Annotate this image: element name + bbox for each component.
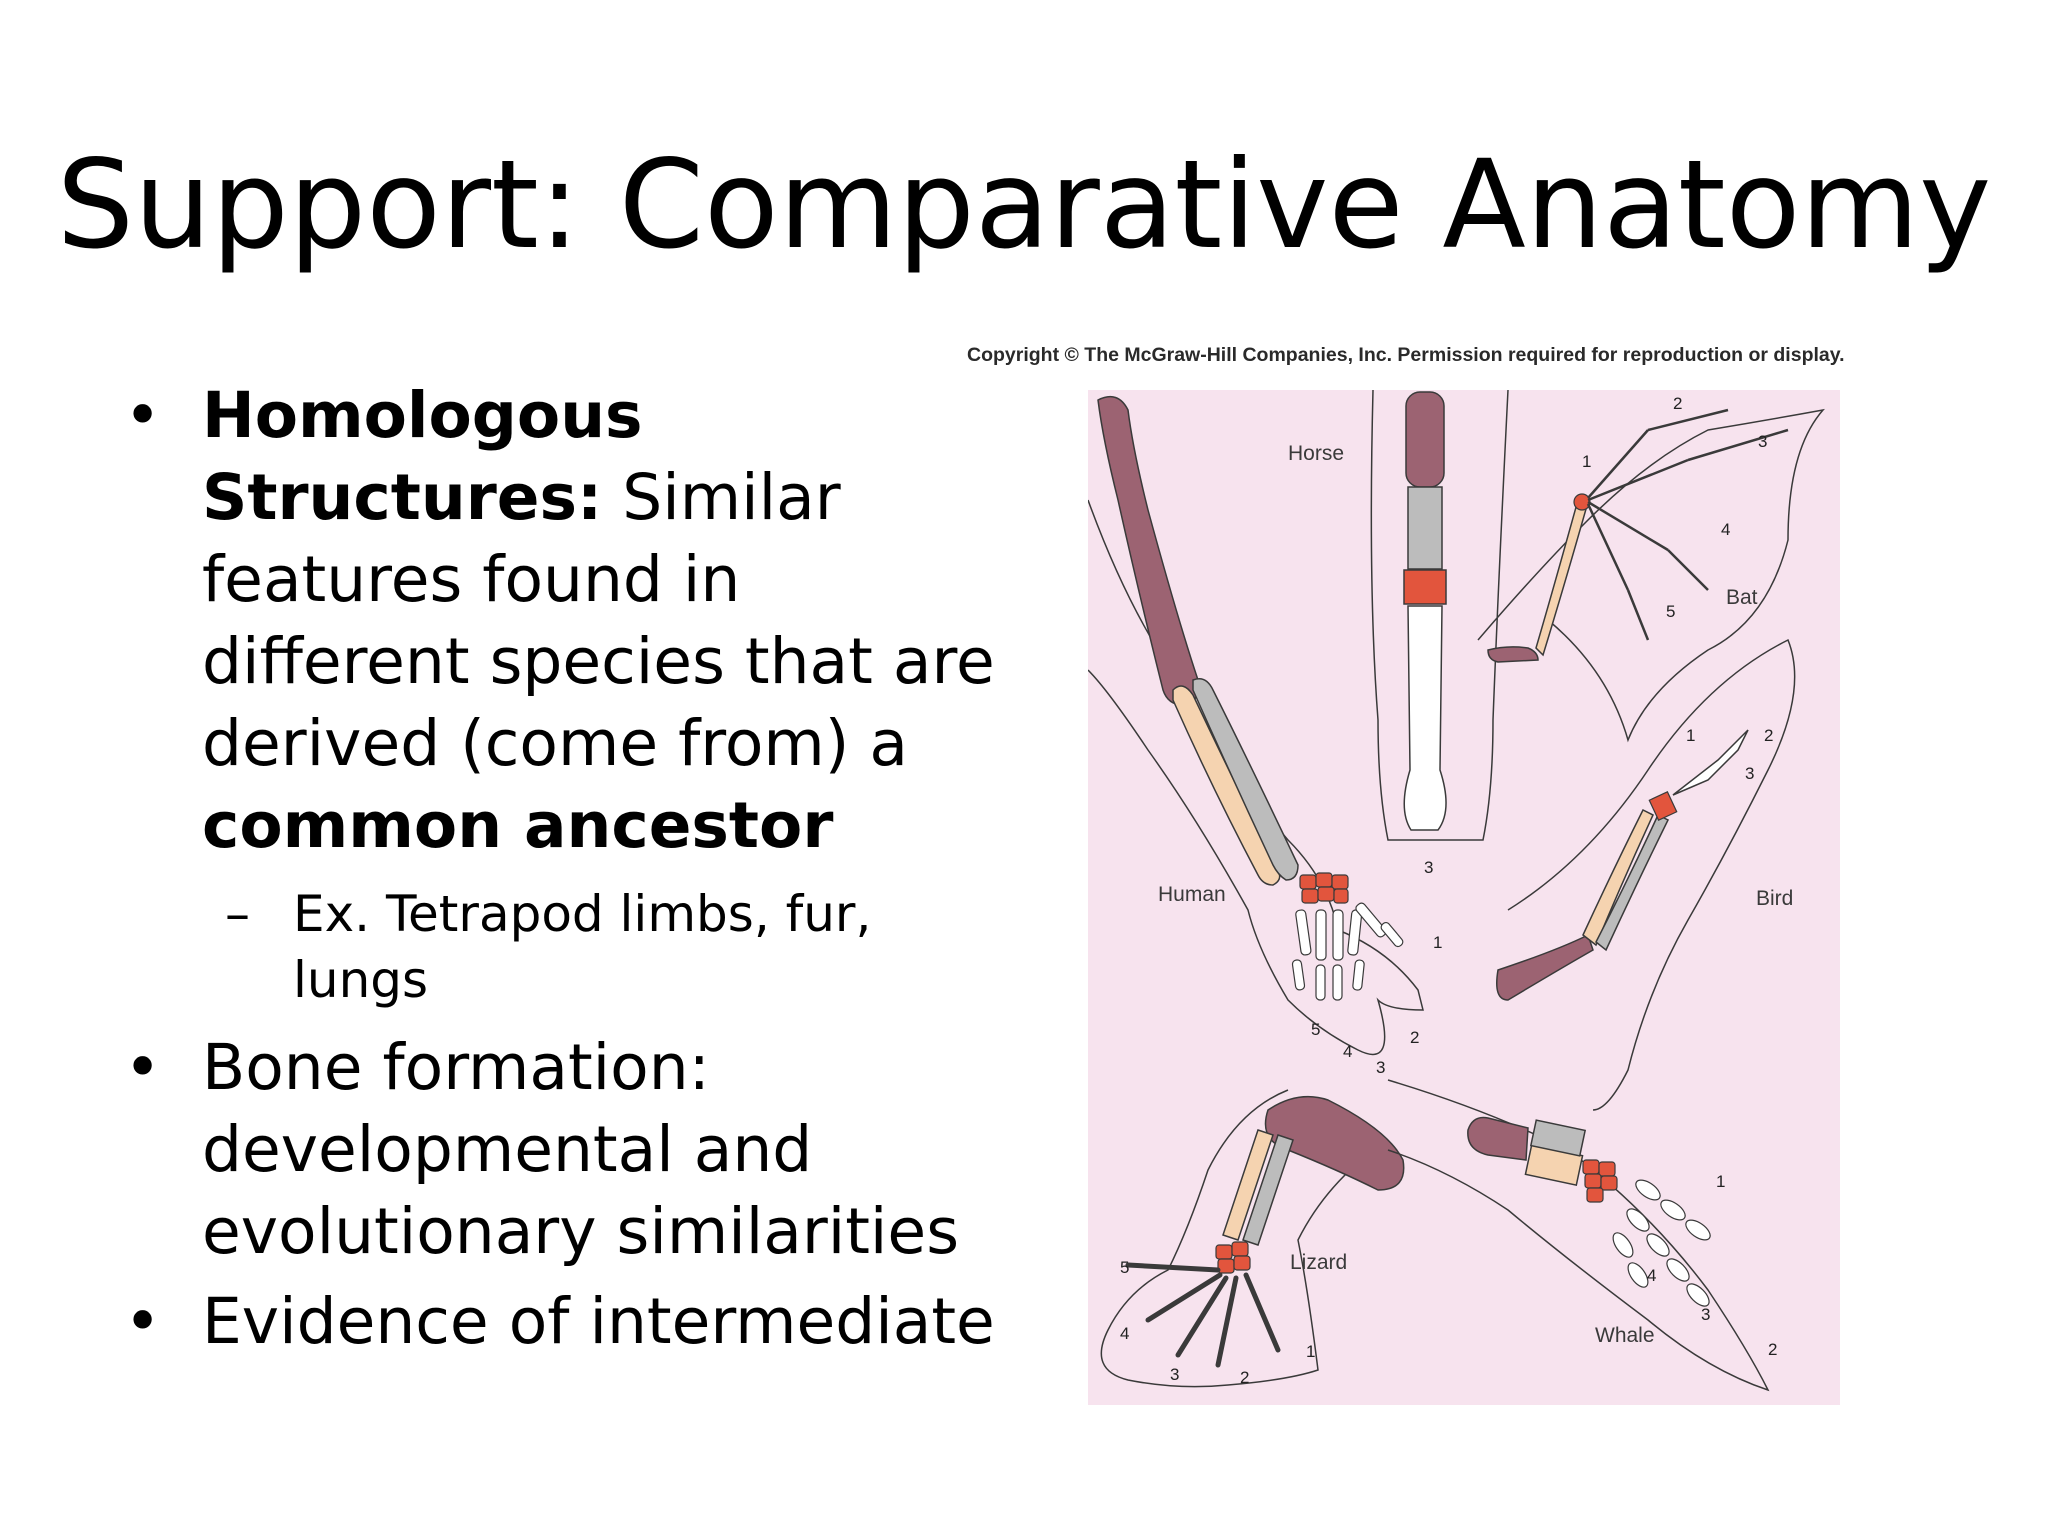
examples-text: Ex. Tetrapod limbs, fur, lungs bbox=[293, 885, 872, 1009]
horse-ulna bbox=[1407, 486, 1443, 570]
digit-label: 3 bbox=[1701, 1305, 1711, 1324]
human-radius bbox=[1172, 685, 1281, 886]
digit-label: 3 bbox=[1376, 1058, 1386, 1077]
bat-digits bbox=[1586, 408, 1789, 641]
bullet-bone-formation: • Bone formation: developmental and evol… bbox=[120, 1027, 1020, 1273]
bird-digits bbox=[1672, 729, 1749, 796]
digit-label: 2 bbox=[1240, 1368, 1250, 1387]
whale-humerus bbox=[1467, 1116, 1529, 1161]
slide-title: Support: Comparative Anatomy bbox=[56, 134, 1992, 276]
digit-label: 5 bbox=[1120, 1258, 1130, 1277]
lizard-digits bbox=[1125, 1262, 1281, 1368]
horse-carpals bbox=[1403, 569, 1447, 605]
term-common-ancestor: common ancestor bbox=[202, 789, 834, 862]
label-whale: Whale bbox=[1595, 1324, 1655, 1347]
lizard-outline bbox=[1100, 1089, 1389, 1388]
bird-humerus bbox=[1496, 933, 1594, 1001]
horse-digit bbox=[1403, 605, 1447, 831]
human-digits bbox=[1291, 902, 1404, 1001]
bone-formation-text: Bone formation: developmental and evolut… bbox=[202, 1031, 960, 1268]
bird-radius bbox=[1582, 808, 1654, 947]
label-human: Human bbox=[1158, 883, 1226, 906]
homologous-definition: Similar features found in different spec… bbox=[202, 461, 995, 780]
horse-humerus bbox=[1405, 391, 1445, 488]
digit-label: 1 bbox=[1306, 1342, 1316, 1361]
whale-digits bbox=[1612, 1179, 1711, 1307]
digit-label: 4 bbox=[1120, 1324, 1130, 1343]
bullet-homologous: • Homologous Structures: Similar feature… bbox=[120, 375, 1020, 867]
label-bat: Bat bbox=[1726, 586, 1758, 609]
whale-carpals bbox=[1582, 1159, 1618, 1203]
limb-illustration bbox=[1088, 390, 1825, 1392]
bullet-dot: • bbox=[124, 1031, 162, 1104]
homologous-limbs-figure: Horse Bat Bird Human Lizard Whale 2 3 1 … bbox=[1088, 390, 1840, 1405]
human-carpals bbox=[1299, 872, 1349, 904]
bullet-list: • Homologous Structures: Similar feature… bbox=[120, 375, 1020, 1363]
bat-humerus bbox=[1487, 646, 1539, 663]
digit-label: 2 bbox=[1673, 394, 1683, 413]
evidence-text: Evidence of intermediate bbox=[202, 1285, 995, 1358]
horse-leg-outline bbox=[1370, 390, 1509, 841]
bat-wing-membrane bbox=[1477, 408, 1825, 743]
digit-label: 1 bbox=[1686, 726, 1696, 745]
bird-ulna bbox=[1595, 813, 1670, 952]
digit-label: 3 bbox=[1745, 764, 1755, 783]
digit-label: 3 bbox=[1758, 432, 1768, 451]
digit-label: 2 bbox=[1768, 1340, 1778, 1359]
digit-label: 4 bbox=[1721, 520, 1731, 539]
lizard-radius bbox=[1222, 1129, 1274, 1241]
bullet-evidence: • Evidence of intermediate bbox=[120, 1281, 1020, 1363]
digit-label: 5 bbox=[1311, 1020, 1321, 1039]
digit-label: 1 bbox=[1433, 933, 1443, 952]
digit-label: 5 bbox=[1666, 602, 1676, 621]
sub-bullet-examples: – Ex. Tetrapod limbs, fur, lungs bbox=[120, 881, 1020, 1013]
whale-ulna bbox=[1529, 1119, 1587, 1157]
digit-label: 2 bbox=[1410, 1028, 1420, 1047]
digit-label: 1 bbox=[1716, 1172, 1726, 1191]
whale-flipper-outline bbox=[1387, 1079, 1770, 1392]
digit-label: 1 bbox=[1582, 452, 1592, 471]
lizard-ulna bbox=[1242, 1134, 1294, 1246]
digit-label: 3 bbox=[1424, 858, 1434, 877]
digit-label: 4 bbox=[1343, 1042, 1353, 1061]
digit-label: 3 bbox=[1170, 1365, 1180, 1384]
label-bird: Bird bbox=[1756, 887, 1794, 910]
bullet-dot: • bbox=[124, 1285, 162, 1358]
bird-wing-feathers bbox=[1507, 638, 1796, 1111]
digit-label: 2 bbox=[1764, 726, 1774, 745]
bullet-dot: • bbox=[124, 379, 162, 452]
human-ulna bbox=[1192, 678, 1299, 881]
digit-label: 4 bbox=[1647, 1266, 1657, 1285]
label-lizard: Lizard bbox=[1290, 1251, 1348, 1274]
term-homologous-structures: Homologous Structures: bbox=[202, 379, 643, 534]
label-horse: Horse bbox=[1288, 442, 1345, 465]
bat-carpals bbox=[1573, 493, 1591, 511]
sub-bullet-dash: – bbox=[225, 885, 250, 943]
lizard-carpals bbox=[1215, 1241, 1251, 1274]
bird-carpals bbox=[1648, 791, 1678, 821]
human-humerus bbox=[1097, 395, 1200, 706]
copyright-notice: Copyright © The McGraw-Hill Companies, I… bbox=[967, 344, 1845, 366]
